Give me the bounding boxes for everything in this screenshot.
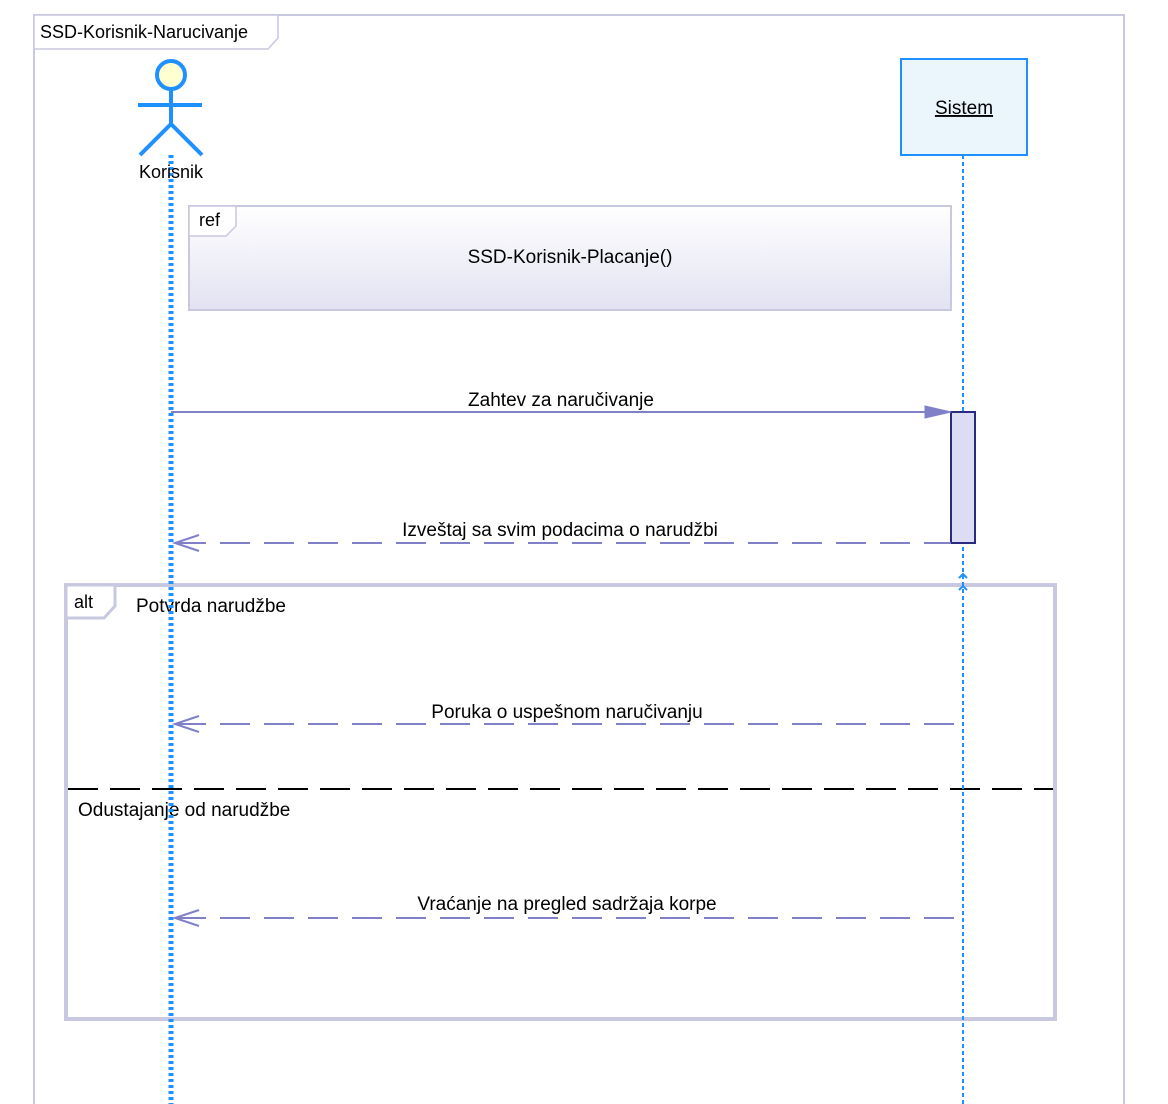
alt-guard-cancel: Odustajanje od narudžbe — [78, 800, 290, 821]
message-success-arrowhead — [171, 715, 200, 733]
ref-text: SSD-Korisnik-Placanje() — [468, 247, 673, 268]
message-success-label: Poruka o uspešnom naručivanju — [431, 702, 702, 723]
diagram-frame — [33, 14, 1125, 1104]
alt-fragment — [64, 583, 1057, 1021]
system-activation-bar — [950, 411, 976, 544]
alt-tag-box — [64, 583, 117, 620]
message-request-arrowhead — [924, 405, 952, 419]
frame-title-tab — [33, 14, 279, 50]
ref-tag-box — [188, 205, 237, 237]
ref-fragment — [188, 205, 952, 311]
frame-title: SSD-Korisnik-Narucivanje — [40, 22, 248, 42]
message-report-label: Izveštaj sa svim podacima o narudžbi — [402, 520, 718, 541]
alt-tag: alt — [74, 592, 93, 612]
message-report-arrowhead — [171, 534, 200, 552]
message-return-cart-arrowhead — [171, 909, 200, 927]
system-box — [900, 58, 1028, 156]
actor-icon — [138, 59, 204, 157]
message-return-cart-label: Vraćanje na pregled sadržaja korpe — [417, 894, 716, 915]
system-name: Sistem — [935, 98, 993, 119]
actor-name: Korisnik — [139, 162, 204, 182]
alt-guard-confirm: Potvrda narudžbe — [136, 596, 286, 617]
system-lifeline-marker — [958, 572, 968, 591]
message-request-label: Zahtev za naručivanje — [468, 390, 654, 411]
ref-tag: ref — [199, 210, 221, 230]
